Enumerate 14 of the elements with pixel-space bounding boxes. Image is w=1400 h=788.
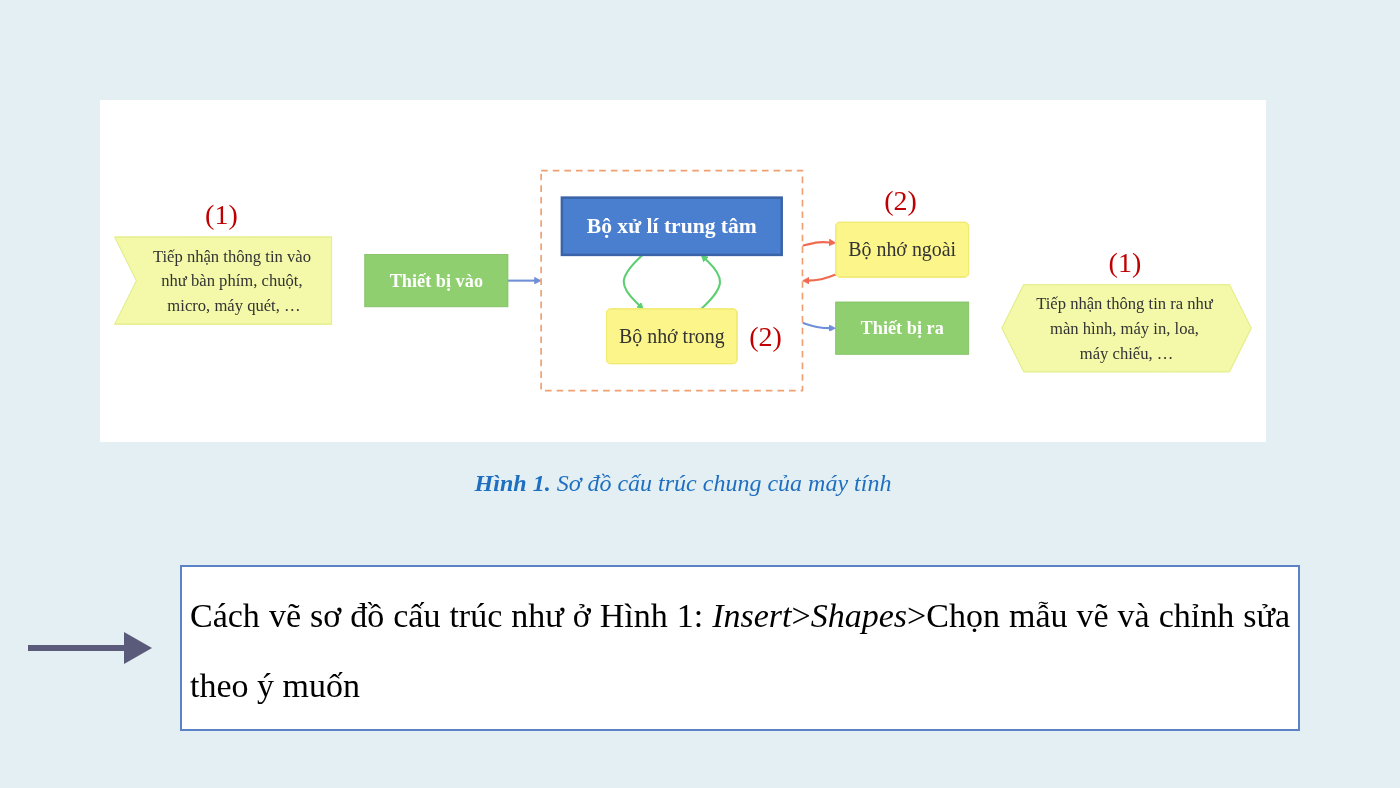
callout-number: (2) bbox=[884, 184, 917, 217]
note-text: Cách vẽ sơ đồ cấu trúc như ở Hình 1: Insert>Shapes>Chọn mẫu vẽ và chỉnh sửa theo ý muốn bbox=[180, 565, 1300, 731]
cluster bbox=[540, 170, 804, 392]
arrow bbox=[802, 239, 837, 248]
node-box: Bộ xử lí trung tâm bbox=[560, 196, 783, 257]
figure-caption: Hình 1. Sơ đồ cấu trúc chung của máy tính bbox=[473, 470, 893, 497]
arrow bbox=[507, 277, 542, 285]
callout-number: (1) bbox=[1108, 246, 1142, 279]
node-box: Thiết bị vào bbox=[364, 254, 509, 308]
callout-number: (2) bbox=[749, 320, 782, 353]
callout-number: (1) bbox=[205, 199, 238, 232]
node-box: Thiết bị ra bbox=[835, 301, 970, 356]
arrow bbox=[802, 322, 836, 333]
arrow bbox=[802, 273, 837, 285]
